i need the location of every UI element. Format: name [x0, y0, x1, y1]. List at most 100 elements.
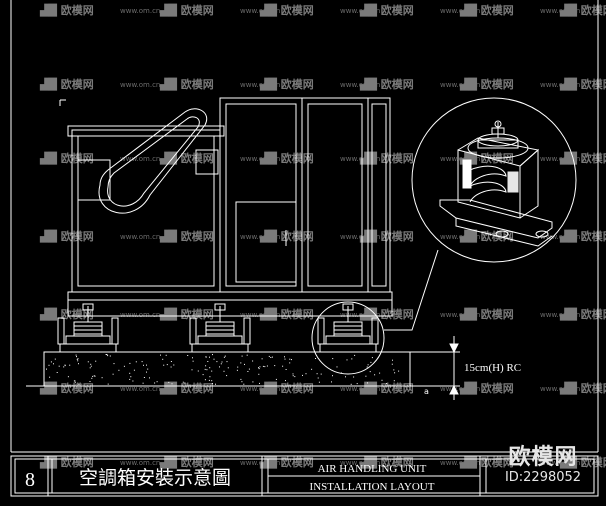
- concrete-speck: [129, 372, 131, 374]
- concrete-speck: [204, 379, 206, 381]
- concrete-speck: [94, 375, 96, 377]
- watermark-site: www.om.cn: [120, 7, 160, 15]
- concrete-speck: [367, 382, 368, 384]
- concrete-speck: [170, 361, 172, 362]
- concrete-speck: [393, 380, 395, 382]
- access-door: [235, 201, 297, 283]
- concrete-speck: [346, 359, 348, 361]
- concrete-speck: [365, 375, 367, 377]
- concrete-speck: [353, 376, 355, 378]
- watermark-site: www.om.cn: [240, 311, 280, 319]
- concrete-speck: [393, 369, 395, 371]
- concrete-speck: [73, 380, 75, 382]
- dimension-marker: a: [424, 387, 429, 396]
- watermark-brand: ▟█ 欧模网: [459, 381, 514, 395]
- watermark-site: www.om.cn: [540, 155, 580, 163]
- concrete-speck: [305, 373, 307, 375]
- watermark-site: www.om.cn: [540, 459, 580, 467]
- chinese-title: 空調箱安裝示意圖: [79, 467, 231, 489]
- watermark-site: www.om.cn: [540, 233, 580, 241]
- concrete-speck: [89, 367, 91, 369]
- concrete-speck: [63, 366, 65, 368]
- concrete-speck: [219, 366, 220, 368]
- title-block: [10, 455, 599, 497]
- concrete-speck: [221, 361, 223, 363]
- concrete-speck: [240, 362, 242, 364]
- concrete-speck: [268, 355, 270, 357]
- concrete-speck: [318, 381, 320, 383]
- concrete-speck: [133, 369, 135, 371]
- watermark-site: www.om.cn: [120, 459, 160, 467]
- concrete-speck: [156, 381, 158, 383]
- watermark-brand: ▟█ 欧模网: [259, 381, 314, 395]
- watermark-brand: ▟█ 欧模网: [259, 77, 314, 91]
- leader-line: [384, 249, 439, 331]
- concrete-speck: [141, 361, 143, 363]
- concrete-speck: [213, 358, 215, 360]
- concrete-speck: [211, 370, 213, 372]
- concrete-speck: [109, 355, 111, 357]
- concrete-speck: [202, 374, 204, 376]
- watermark-brand: ▟█ 欧模网: [39, 151, 94, 165]
- concrete-speck: [336, 366, 338, 368]
- concrete-speck: [356, 383, 358, 385]
- concrete-speck: [350, 383, 352, 385]
- concrete-speck: [332, 358, 334, 360]
- concrete-speck: [208, 379, 210, 381]
- watermark-brand: ▟█ 欧模网: [159, 77, 214, 91]
- detail-isolator-enlarged: [411, 97, 577, 263]
- watermark-brand: ▟█ 欧模网: [159, 229, 214, 243]
- concrete-speck: [243, 383, 245, 385]
- concrete-speck: [154, 382, 156, 384]
- concrete-speck: [76, 358, 78, 360]
- concrete-speck: [236, 369, 238, 371]
- concrete-speck: [240, 378, 242, 380]
- concrete-speck: [237, 366, 239, 368]
- watermark-site: www.om.cn: [120, 311, 160, 319]
- watermark-brand: ▟█ 欧模网: [39, 307, 94, 321]
- watermark-brand: ▟█ 欧模网: [39, 229, 94, 243]
- concrete-speck: [191, 369, 193, 371]
- concrete-speck: [95, 360, 97, 362]
- concrete-speck: [289, 362, 291, 364]
- concrete-speck: [64, 364, 66, 366]
- watermark-brand: ▟█ 欧模网: [559, 307, 606, 321]
- watermark-brand: ▟█ 欧模网: [159, 307, 214, 321]
- concrete-speck: [209, 367, 211, 369]
- concrete-speck: [171, 383, 173, 385]
- concrete-speck: [302, 374, 303, 376]
- concrete-speck: [227, 367, 229, 369]
- concrete-speck: [226, 375, 228, 377]
- concrete-speck: [241, 355, 243, 357]
- concrete-speck: [129, 362, 131, 364]
- watermark-site: www.om.cn: [240, 155, 280, 163]
- concrete-speck: [147, 368, 149, 370]
- concrete-speck: [90, 363, 92, 365]
- concrete-speck: [50, 361, 52, 363]
- concrete-speck: [332, 375, 333, 377]
- air-handling-unit: [67, 97, 393, 317]
- detail-callout-small: [311, 301, 385, 375]
- concrete-speck: [248, 368, 250, 370]
- watermark-brand: ▟█ 欧模网: [559, 381, 606, 395]
- concrete-speck: [142, 382, 144, 384]
- concrete-speck: [184, 382, 186, 384]
- concrete-speck: [274, 365, 276, 367]
- watermark-site: www.om.cn: [440, 459, 480, 467]
- concrete-speck: [216, 361, 218, 363]
- concrete-speck: [392, 359, 393, 361]
- watermark-site: www.om.cn: [440, 311, 480, 319]
- watermark-brand: ▟█ 欧模网: [559, 229, 606, 243]
- concrete-speck: [143, 364, 144, 366]
- watermark-site: www.om.cn: [240, 7, 280, 15]
- concrete-speck: [241, 381, 243, 383]
- concrete-speck: [224, 355, 226, 357]
- concrete-speck: [101, 377, 103, 379]
- watermark-brand: ▟█ 欧模网: [459, 229, 514, 243]
- watermark-brand: ▟█ 欧模网: [39, 77, 94, 91]
- concrete-speck: [262, 365, 264, 367]
- concrete-speck: [226, 361, 228, 363]
- concrete-speck: [192, 357, 193, 359]
- watermark-site: www.om.cn: [340, 155, 380, 163]
- concrete-speck: [78, 383, 80, 385]
